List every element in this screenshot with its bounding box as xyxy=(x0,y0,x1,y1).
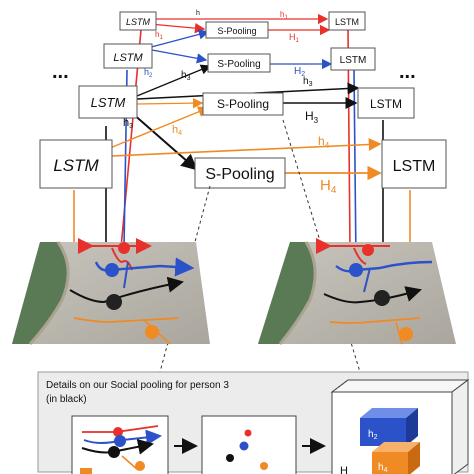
pool-label-3: S-Pooling xyxy=(217,97,269,111)
arrow-labels: h h1 h1 H1 h2 H2 h3 h3 H3 h3 h4 h4 H4 xyxy=(123,10,337,196)
scene-left xyxy=(12,238,210,346)
scene-right xyxy=(258,238,456,345)
tensor-block-h2 xyxy=(360,418,406,446)
lstm-label-right-3: LSTM xyxy=(370,97,402,111)
lstm-label-left-1: LSTM xyxy=(126,17,151,27)
lstm-label-left-4: LSTM xyxy=(53,156,99,175)
pooling-column: S-Pooling S-Pooling S-Pooling S-Pooling xyxy=(194,21,286,189)
lstm-label-right-1: LSTM xyxy=(335,17,359,27)
label-h2: h2 xyxy=(144,67,153,79)
details-caption-1: Details on our Social pooling for person… xyxy=(46,380,229,391)
person-4-marker xyxy=(145,325,159,339)
label-h1-left: h1 xyxy=(155,30,163,41)
lstm-box-left-1 xyxy=(119,11,157,31)
person-1-marker-right xyxy=(362,244,374,256)
scene-left-grass xyxy=(12,242,69,344)
right-ellipsis: ... xyxy=(399,61,416,83)
person-3-marker-right xyxy=(374,290,390,306)
right-lstm-column: LSTM LSTM LSTM LSTM xyxy=(328,11,447,189)
pool-label-1: S-Pooling xyxy=(217,26,256,36)
person-3-marker xyxy=(106,294,122,310)
lstm-label-left-3: LSTM xyxy=(91,95,126,110)
lstm-box-right-3 xyxy=(357,87,415,119)
lstm-box-left-4 xyxy=(39,139,113,189)
label-H1: H1 xyxy=(289,32,300,44)
tensor-label-h2: h2 xyxy=(368,429,378,441)
lstm-box-right-1 xyxy=(328,11,366,31)
pool-box-3 xyxy=(202,92,284,116)
lstm-box-right-4 xyxy=(381,139,447,189)
tensor-block-h4 xyxy=(372,452,408,474)
label-h4-left: h4 xyxy=(172,124,182,137)
person-4-marker-right xyxy=(399,327,413,341)
lstm-label-left-2: LSTM xyxy=(113,52,143,64)
pool-label-4: S-Pooling xyxy=(205,166,274,183)
pool-label-2: S-Pooling xyxy=(217,59,260,70)
pool-box-1 xyxy=(205,21,269,39)
details-caption-2: (in black) xyxy=(46,394,87,405)
label-h3-upper: h3 xyxy=(181,70,191,82)
pool-box-2 xyxy=(207,53,271,73)
lstm-box-left-2 xyxy=(103,43,153,69)
label-H4: H4 xyxy=(320,177,337,196)
tensor-label-h4: h4 xyxy=(378,462,388,474)
label-h4-right: h4 xyxy=(318,134,330,150)
lstm-label-right-4: LSTM xyxy=(393,158,436,175)
person-2-marker xyxy=(105,263,119,277)
label-H2: H2 xyxy=(294,66,305,78)
details-panel: Details on our Social pooling for person… xyxy=(37,371,470,474)
flow-arrows xyxy=(109,13,382,181)
details-positions-box xyxy=(201,415,297,474)
label-h1-top: h1 xyxy=(280,10,288,21)
lstm-label-right-2: LSTM xyxy=(340,55,367,66)
label-h3-left: h3 xyxy=(123,117,133,130)
tensor-H-label: H xyxy=(340,465,348,474)
lstm-box-right-2 xyxy=(330,47,376,71)
label-h3-right: h3 xyxy=(303,76,313,88)
left-ellipsis: ... xyxy=(52,61,69,83)
left-lstm-column: LSTM LSTM LSTM LSTM xyxy=(39,11,157,189)
label-H3: H3 xyxy=(305,109,319,125)
lstm-box-left-3 xyxy=(78,85,138,119)
person-2-marker-right xyxy=(349,263,363,277)
person-1-marker xyxy=(118,242,130,254)
scene-right-grass xyxy=(258,242,316,344)
pool-box-4 xyxy=(194,157,286,189)
label-h-top: h xyxy=(196,10,200,17)
